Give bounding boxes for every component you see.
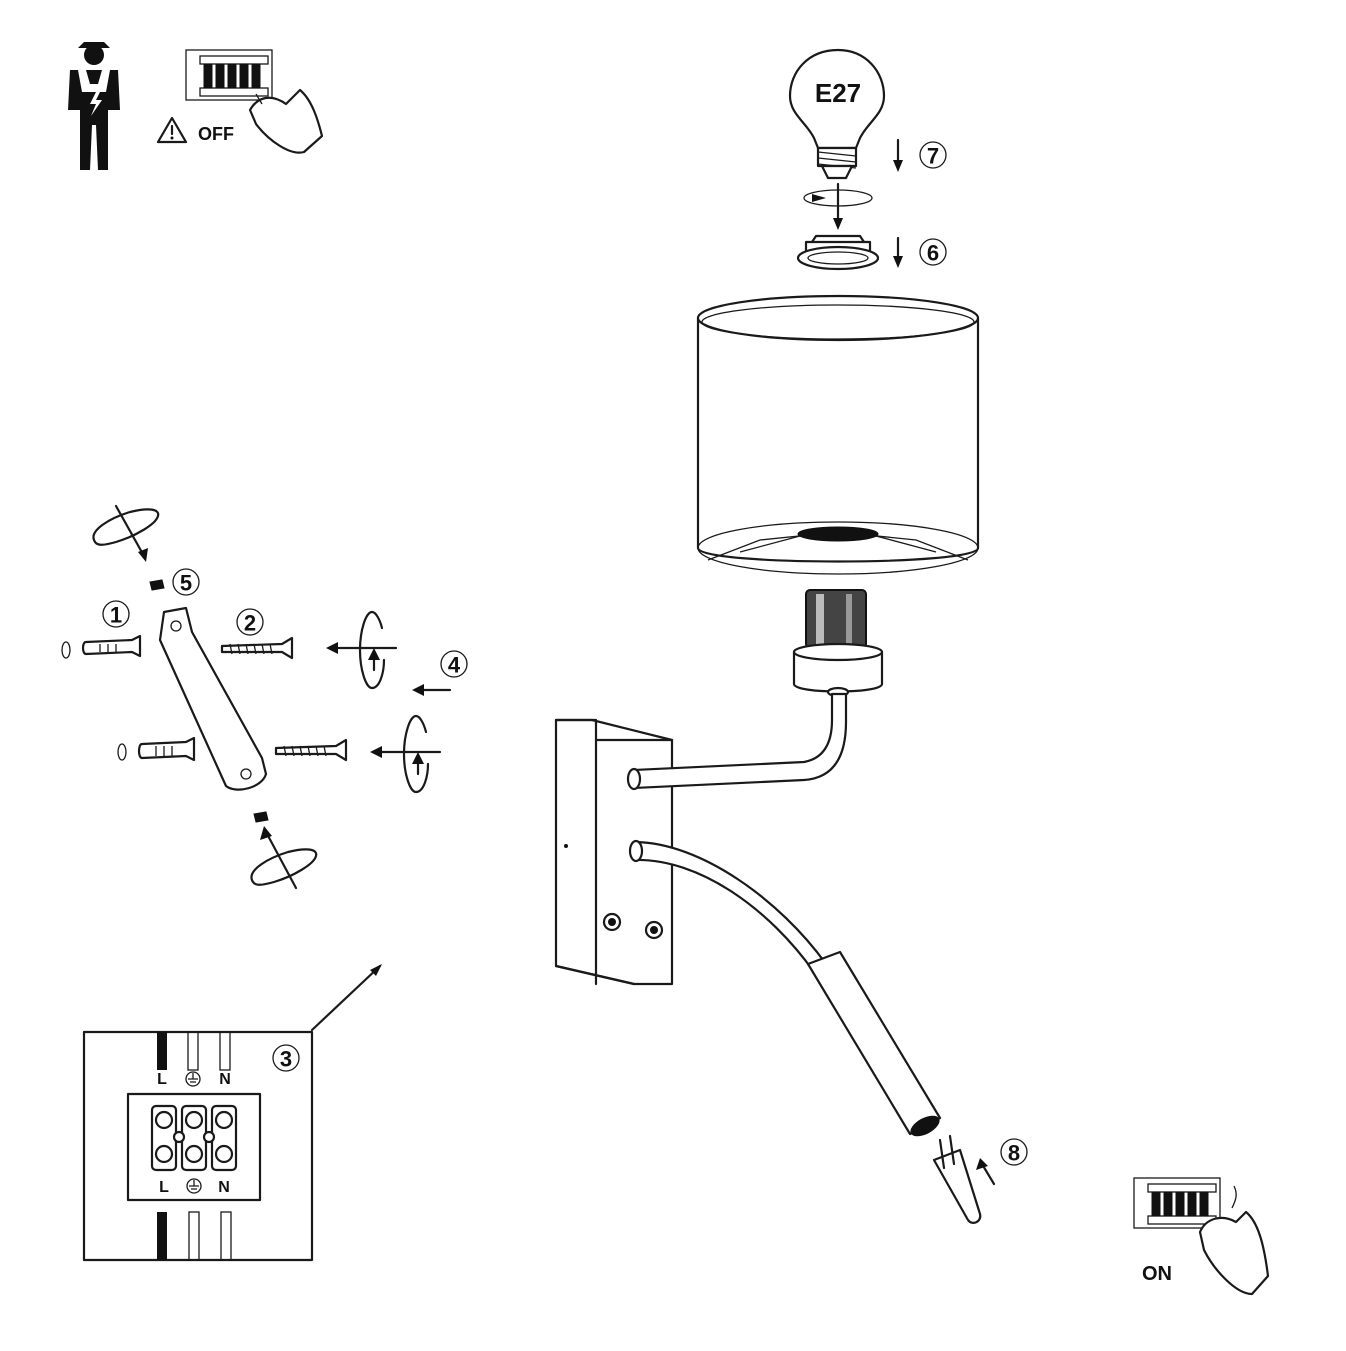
power-off-label: OFF [198,124,234,144]
terminal-n-top: N [219,1071,231,1088]
pointer-line [310,964,382,1032]
terminal-n-bottom: N [218,1179,230,1196]
step-6-arrow [893,236,903,268]
step-4-number: 4 [448,653,461,678]
earth-ground-icon-bottom [186,1178,202,1194]
circuit-breaker-on-icon [1133,1177,1270,1296]
screw-top [220,636,294,660]
set-screw-bottom [253,811,269,823]
set-screw-top [149,579,165,591]
step-6-number: 6 [927,241,939,266]
screw-bottom [274,738,348,762]
reading-light-arm [628,839,942,1137]
terminal-l-top: L [157,1071,167,1088]
rotate-top-screw [92,504,160,562]
lamp-socket [792,589,884,698]
electrician-icon [68,42,120,170]
circuit-breaker-off-icon [185,49,324,154]
screwdriver-rotate-top [326,610,398,690]
step-4-arrow [412,684,452,696]
step-7-number: 7 [927,144,939,169]
wall-plug-top [61,634,142,659]
step-2-number: 2 [244,611,256,636]
terminal-block [150,1104,238,1172]
earth-ground-icon [185,1071,201,1087]
step-5-number: 5 [180,571,192,596]
terminal-l-bottom: L [159,1179,169,1196]
shade-ring-nut [796,234,880,271]
main-arm [626,692,848,791]
power-on-label: ON [1142,1263,1172,1285]
step-8-arrow [976,1158,996,1186]
breaker-switches [199,55,269,97]
wiring-inset: 3 L N L N [82,1030,314,1262]
step-8-number: 8 [1008,1141,1020,1166]
lamp-shade [696,294,980,575]
step-7-arrow [893,138,903,172]
step-1-number: 1 [110,603,122,628]
bulb-type-label: E27 [815,78,861,108]
step-3-number: 3 [280,1047,292,1072]
rotate-ring-icon [803,182,873,230]
rotate-bottom-screw [250,826,318,890]
wall-plug-bottom [117,736,196,762]
g9-bulb [932,1134,982,1224]
mounting-bracket [158,606,268,791]
e27-bulb [788,48,886,180]
warning-triangle-icon [156,116,188,144]
screwdriver-rotate-bottom [370,714,442,794]
